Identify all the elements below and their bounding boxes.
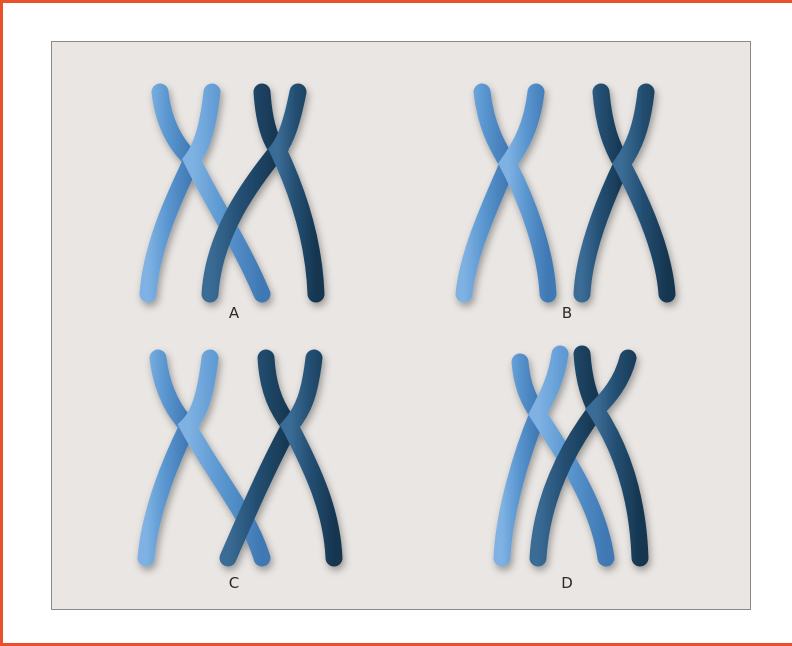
panel-b-light-chromosome [464,92,548,294]
panel-label-d: D [547,574,587,592]
panel-label-a: A [214,304,254,322]
panel-c-dark-chromosome [228,358,334,558]
panel-label-b: B [547,304,587,322]
panel-a-dark-chromosome [210,92,316,294]
panel-a [148,92,316,294]
chromosome-diagram [52,42,752,611]
diagram-panel: A B C D [51,41,751,610]
panel-b-dark-chromosome [582,92,667,294]
panel-d [502,354,640,558]
panel-b [464,92,667,294]
panel-c [146,358,334,558]
panel-label-c: C [214,574,254,592]
